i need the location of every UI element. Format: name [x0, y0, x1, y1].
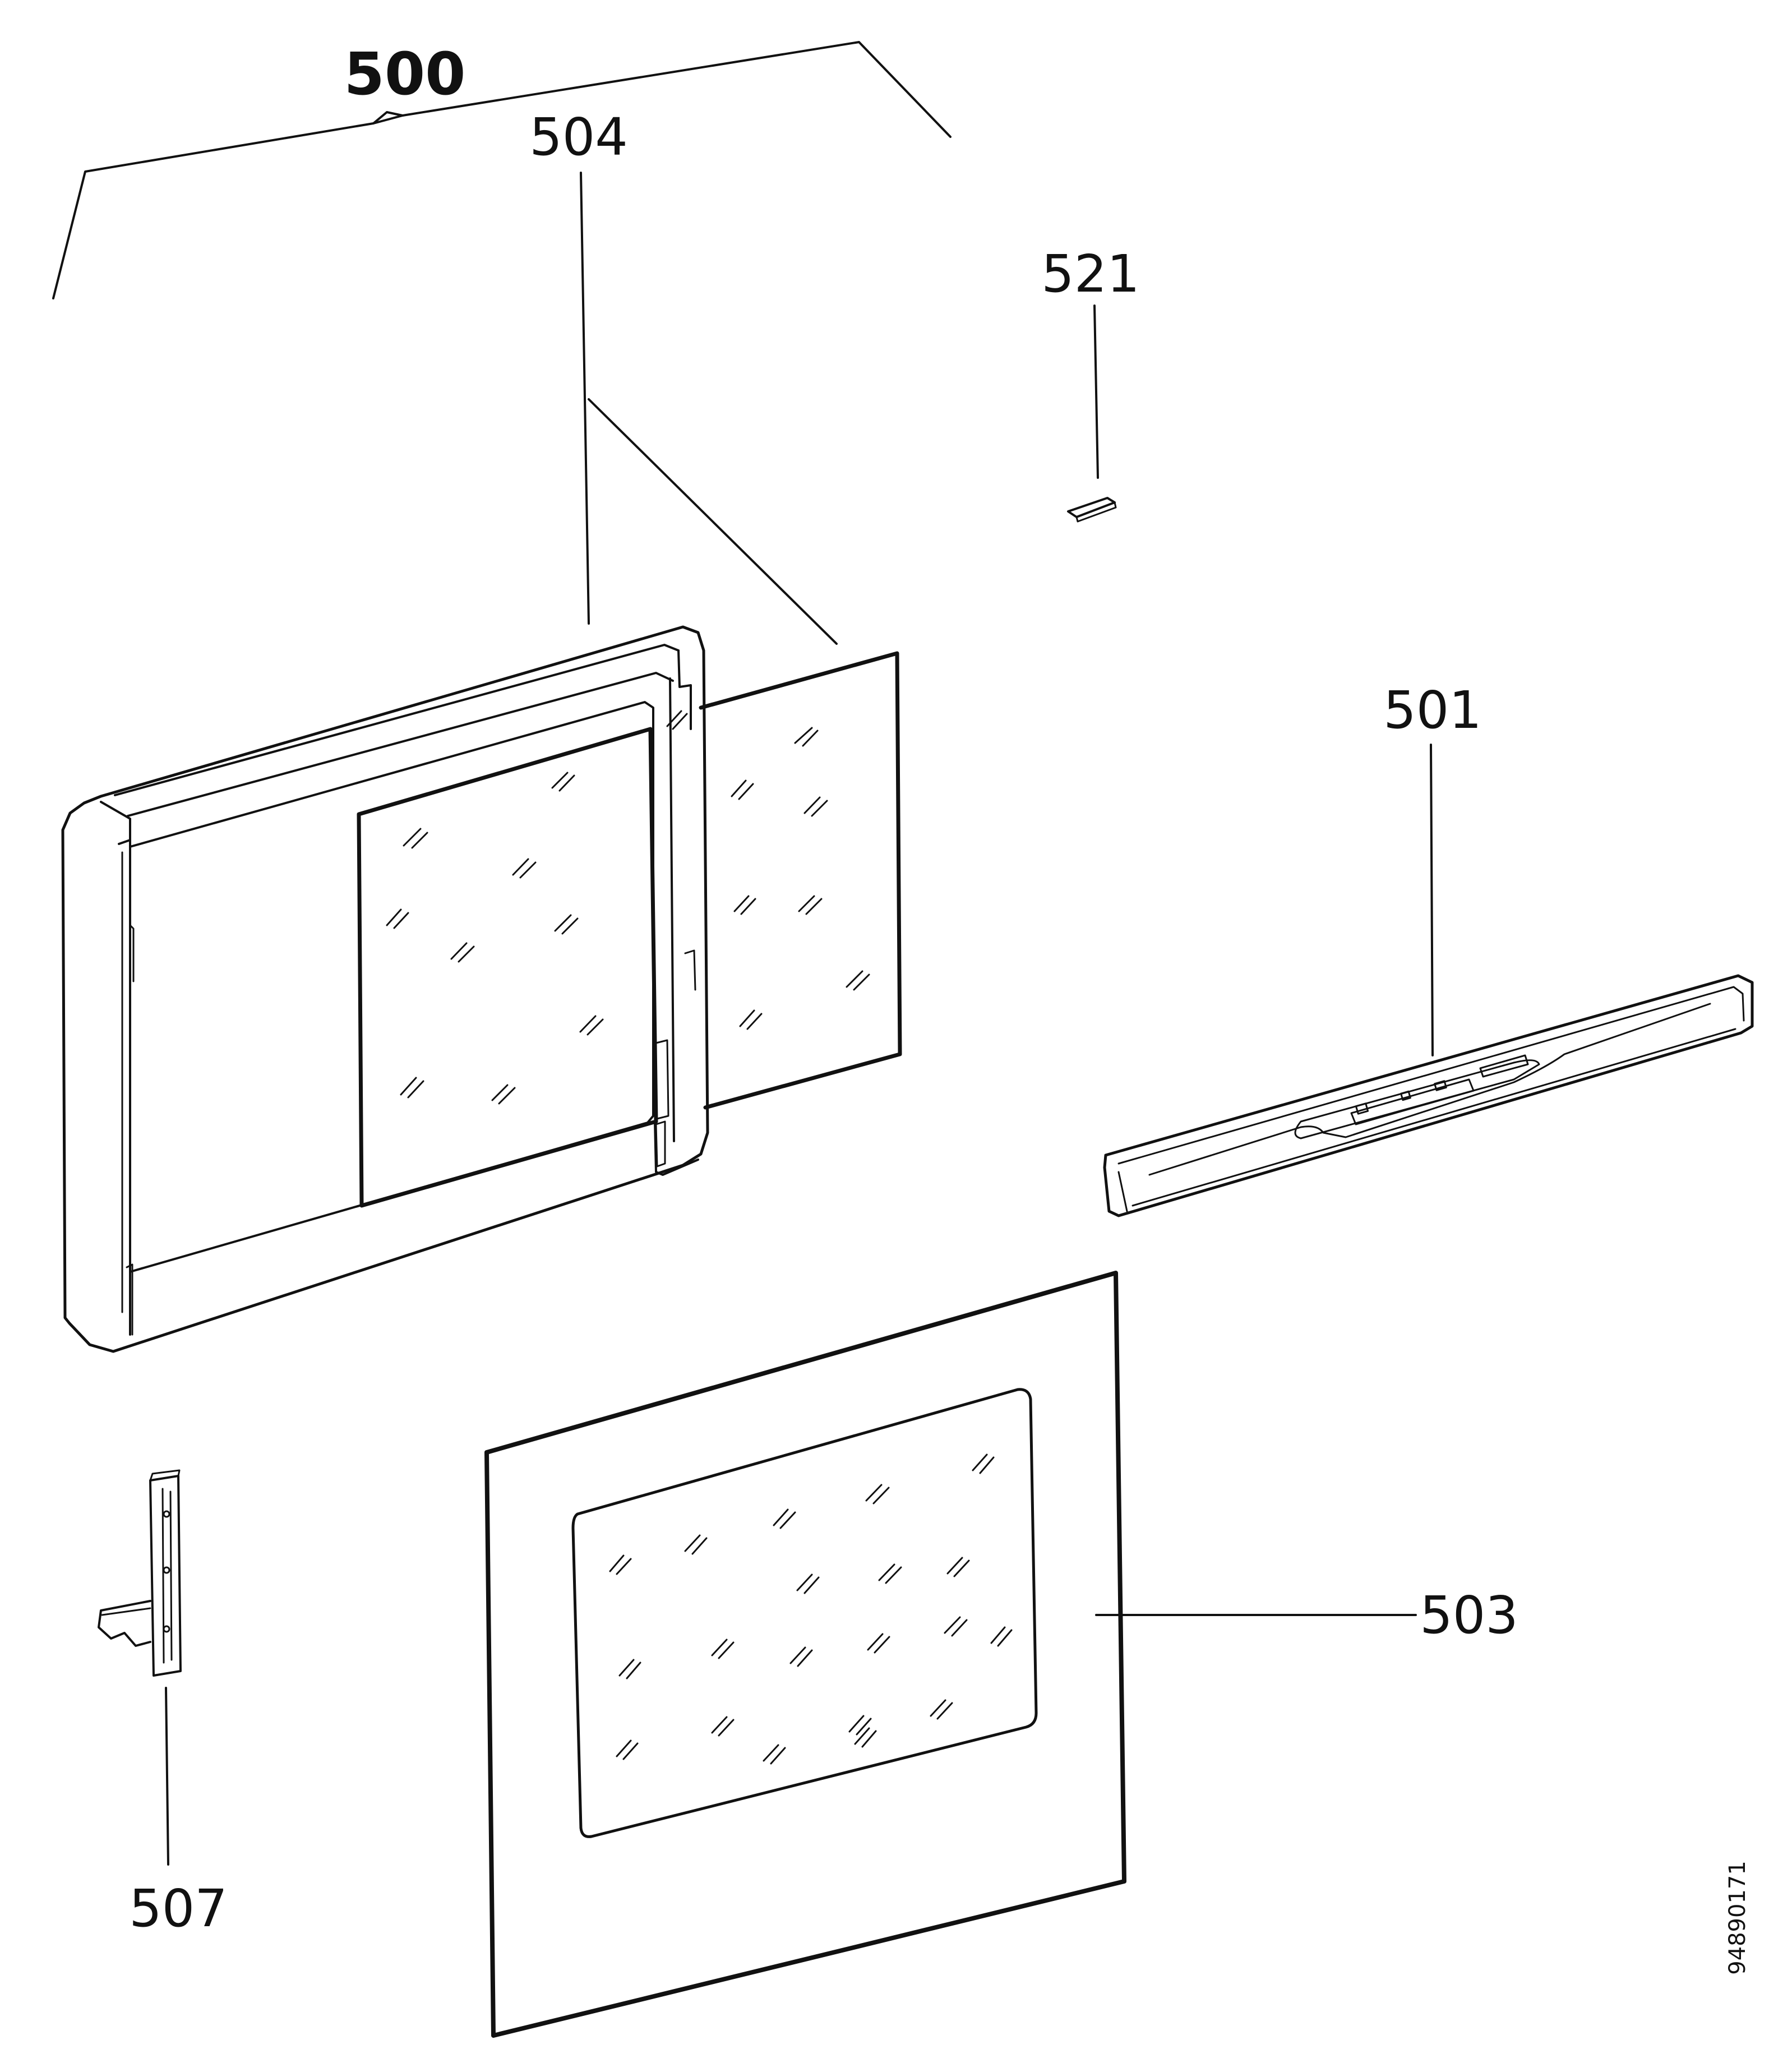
part-label-507: 507: [129, 1879, 228, 1939]
drawing-number: 94890171: [1725, 1861, 1751, 1975]
part-521-clip: [1067, 304, 1117, 523]
part-label-521: 521: [1041, 244, 1140, 304]
part-503-outer-glass: [484, 1271, 1126, 2038]
assembly-label-500: 500: [344, 40, 465, 108]
inner-door-frame: [61, 625, 709, 1353]
leader-504: [580, 172, 838, 645]
part-507-hinge: [98, 1469, 182, 1866]
part-label-501: 501: [1383, 680, 1482, 740]
part-label-503: 503: [1420, 1585, 1518, 1645]
assembly-bracket-500: [52, 41, 952, 299]
part-501-handle: [1103, 744, 1754, 1217]
inner-glass-panel: [357, 710, 688, 1208]
part-label-504: 504: [529, 107, 628, 167]
glass-panel-504: [699, 651, 902, 1110]
